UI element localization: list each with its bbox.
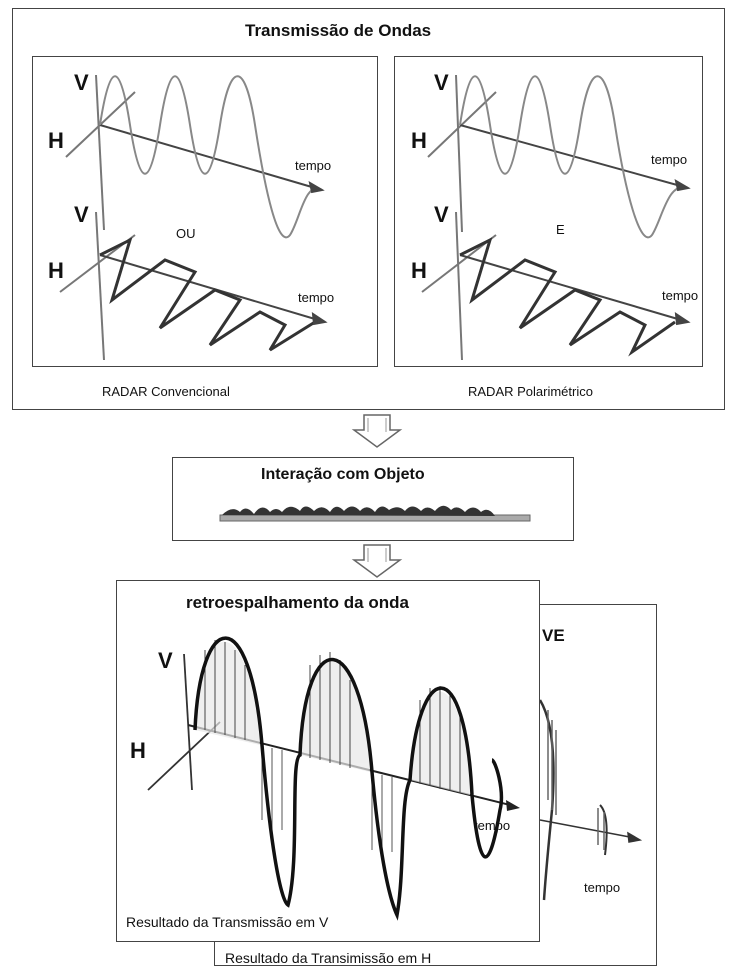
conventional-arrow-bottom <box>311 311 328 326</box>
polarimetric-v-label-bottom: V <box>434 202 449 227</box>
conventional-connector: OU <box>176 226 196 241</box>
conventional-time-axis-bottom <box>99 254 326 323</box>
conventional-horizontal-wave <box>99 237 316 352</box>
conventional-h-label-top: H <box>48 128 64 153</box>
polarimetric-time-label-top: tempo <box>651 152 688 167</box>
interaction-panel: Interação com Objeto <box>172 457 574 541</box>
conventional-v-axis-top <box>95 74 105 231</box>
polarimetric-radar-caption: RADAR Polarimétrico <box>468 384 593 399</box>
backscatter-h-axis-label: H <box>130 738 146 763</box>
polarimetric-arrow-bottom <box>674 311 691 326</box>
polarimetric-time-axis-bottom <box>459 254 689 323</box>
backscatter-h-time-label: tempo <box>584 880 621 895</box>
conventional-time-label-bottom: tempo <box>298 290 335 305</box>
conventional-v-label-top: V <box>74 70 89 95</box>
conventional-arrow-top <box>308 180 325 194</box>
polarimetric-radar-box <box>394 56 703 367</box>
backscatter-h-title: VE <box>542 626 565 645</box>
conventional-v-label-bottom: V <box>74 202 89 227</box>
polarimetric-h-label-bottom: H <box>411 258 427 283</box>
polarimetric-arrow-top <box>674 178 691 192</box>
polarimetric-horizontal-wave <box>459 237 676 357</box>
polarimetric-v-axis-bottom <box>455 211 463 361</box>
polarimetric-time-label-bottom: tempo <box>662 288 699 303</box>
conventional-v-axis-bottom <box>95 211 105 361</box>
polarimetric-h-axis-top <box>427 91 497 158</box>
polarimetric-v-label-top: V <box>434 70 449 95</box>
conventional-h-label-bottom: H <box>48 258 64 283</box>
polarimetric-vertical-wave <box>459 75 689 239</box>
polarimetric-h-label-top: H <box>411 128 427 153</box>
transmission-title: Transmissão de Ondas <box>245 21 432 40</box>
conventional-vertical-wave <box>99 75 323 239</box>
polarimetric-connector: E <box>556 222 565 237</box>
backscatter-v-time-label: tempo <box>474 818 511 833</box>
conventional-time-label-top: tempo <box>295 158 332 173</box>
backscatter-v-axis-label: V <box>158 648 173 673</box>
backscatter-v-caption: Resultado da Transmissão em V <box>126 914 329 930</box>
conventional-radar-box <box>32 56 378 367</box>
backscatter-v-title: retroespalhamento da onda <box>186 593 409 612</box>
conventional-radar-caption: RADAR Convencional <box>102 384 230 399</box>
backscatter-h-caption: Resultado da Transimissão em H <box>225 950 432 966</box>
conventional-time-axis-top <box>99 124 323 191</box>
polarimetric-v-axis-top <box>455 74 463 233</box>
interaction-title: Interação com Objeto <box>261 466 425 483</box>
